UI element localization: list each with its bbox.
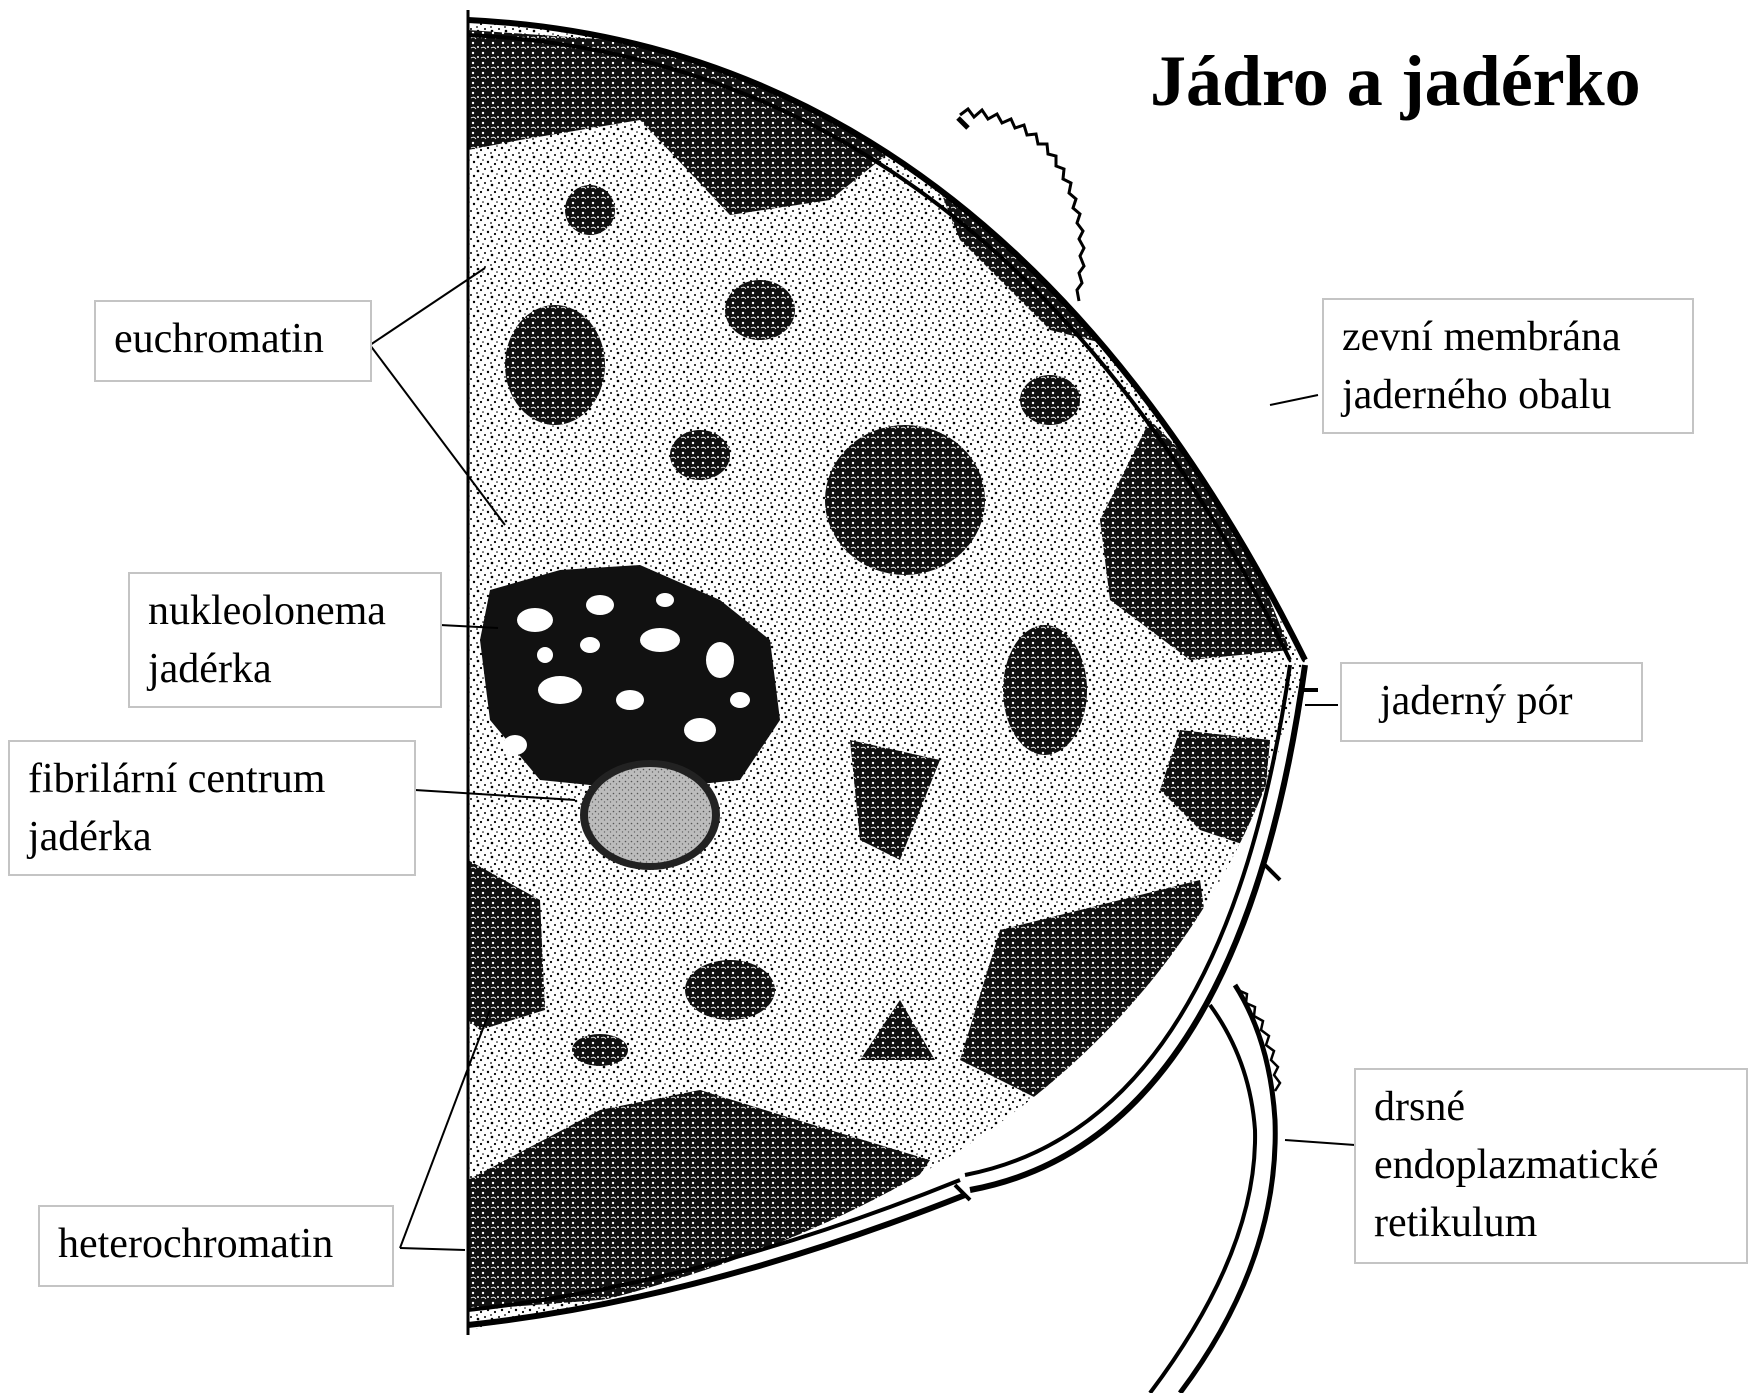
label-outer-membrane: zevní membrána jaderného obalu bbox=[1322, 298, 1694, 434]
label-euchromatin: euchromatin bbox=[94, 300, 372, 382]
label-fibrillar-center: fibrilární centrum jadérka bbox=[8, 740, 416, 876]
nucleoplasm bbox=[460, 15, 1340, 1335]
label-rough-er: drsné endoplazmatické retikulum bbox=[1354, 1068, 1748, 1264]
label-nuclear-pore: jaderný pór bbox=[1340, 662, 1643, 742]
label-nucleolonema: nukleolonema jadérka bbox=[128, 572, 442, 708]
diagram-title: Jádro a jadérko bbox=[1150, 40, 1641, 123]
label-heterochromatin: heterochromatin bbox=[38, 1205, 394, 1287]
